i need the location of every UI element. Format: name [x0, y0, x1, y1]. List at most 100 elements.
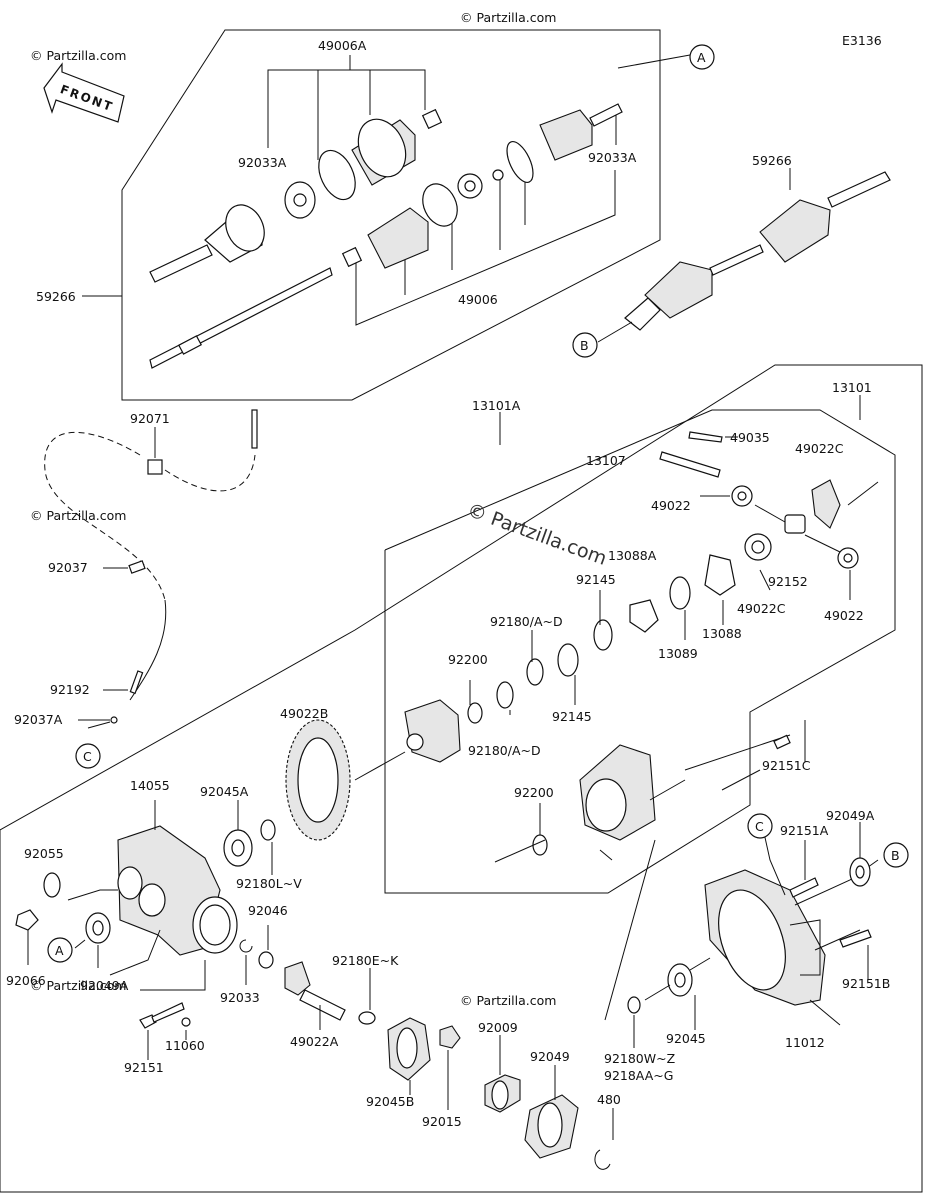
bushing-icon: [258, 951, 274, 969]
boot-kit-upper: [318, 108, 443, 201]
part-label-13107: 13107: [586, 453, 626, 468]
part-label-92200: 92200: [448, 652, 488, 667]
leader-line: [319, 968, 371, 1030]
leader-line: [355, 160, 616, 326]
part-label-92033A: 92033A: [588, 150, 637, 165]
leader-line: [78, 427, 156, 729]
ref-marker-c-right: C: [747, 813, 773, 839]
part-label-92037A: 92037A: [14, 712, 63, 727]
circlip-icon: [594, 1149, 611, 1170]
part-label-49022: 49022: [651, 498, 691, 513]
part-label-49022B: 49022B: [280, 706, 328, 721]
svg-text:C: C: [83, 749, 92, 764]
part-label-92015: 92015: [422, 1114, 462, 1129]
collar-icon: [524, 1094, 579, 1159]
part-label-92045: 92045: [666, 1031, 706, 1046]
ref-marker-a-top: A: [689, 44, 715, 70]
part-label-49022A: 49022A: [290, 1034, 339, 1049]
part-label-92192: 92192: [50, 682, 90, 697]
leader-line: [700, 481, 879, 600]
part-label-92180l-v: 92180L~V: [236, 876, 302, 891]
svg-text:A: A: [55, 943, 64, 958]
part-label-92055: 92055: [24, 846, 64, 861]
leader-line: [499, 395, 861, 445]
bolt-icon: [789, 877, 872, 948]
diagram-code: E3136: [842, 33, 882, 48]
part-label-49035: 49035: [730, 430, 770, 445]
watermark: © Partzilla.com: [460, 993, 556, 1008]
axle-assembly-outline: [121, 29, 661, 401]
cv-joint-upper-right: [457, 103, 623, 199]
part-label-92151C: 92151C: [762, 758, 811, 773]
rod-icon: [129, 670, 144, 695]
part-labels: 49006A 92033A 92033A 59266 49006 59266 9…: [6, 38, 890, 1129]
leader-line: [604, 769, 761, 1048]
part-label-59266: 59266: [752, 153, 792, 168]
part-label-92200: 92200: [514, 785, 554, 800]
part-label-49006: 49006: [458, 292, 498, 307]
cable-line: [44, 431, 166, 601]
part-label-92145: 92145: [552, 709, 592, 724]
side-gear-icon: [731, 479, 859, 569]
ref-marker-c-left: C: [75, 743, 101, 769]
part-label-92145: 92145: [576, 572, 616, 587]
differential-case: [354, 699, 461, 781]
part-label-59266: 59266: [36, 289, 76, 304]
differential-inner-outline: [384, 409, 896, 894]
part-label-14055: 14055: [130, 778, 170, 793]
leader-line: [140, 960, 206, 1060]
cv-axle-left: [149, 204, 333, 369]
svg-text:B: B: [580, 338, 589, 353]
leader-line: [539, 720, 806, 835]
ring-gear: [285, 719, 351, 841]
part-label-11012: 11012: [785, 1035, 825, 1050]
part-label-92046: 92046: [248, 903, 288, 918]
part-label-92180w-z: 92180W~Z: [604, 1051, 675, 1066]
part-label-13088A: 13088A: [608, 548, 657, 563]
ref-marker-b-top: B: [572, 332, 598, 358]
part-label-13101: 13101: [832, 380, 872, 395]
nut-icon: [439, 1025, 461, 1049]
part-label-9218aa-g: 9218AA~G: [604, 1068, 673, 1083]
watermark: © Partzilla.com: [460, 10, 556, 25]
watermark: © Partzilla.com: [30, 48, 126, 63]
leader-line: [267, 55, 426, 160]
plug-icon: [15, 909, 39, 931]
front-arrow-icon: FRONT: [43, 62, 125, 123]
pinion-gear: [284, 961, 346, 1021]
watermark-center: © Partzilla.com: [464, 499, 609, 570]
part-label-92180-a-d: 92180/A~D: [468, 743, 541, 758]
part-label-92152: 92152: [768, 574, 808, 589]
part-label-92151B: 92151B: [842, 976, 890, 991]
seal-icon: [85, 912, 111, 944]
leader-line: [237, 800, 273, 875]
ref-marker-a-left: A: [47, 937, 73, 963]
part-label-49022: 49022: [824, 608, 864, 623]
part-label-92180e-k: 92180E~K: [332, 953, 399, 968]
leader-line: [245, 925, 269, 985]
oil-seal-icon: [484, 1074, 521, 1113]
bolt-icon: [773, 734, 791, 750]
part-label-92009: 92009: [478, 1020, 518, 1035]
watermark-layer: © Partzilla.com © Partzilla.com © Partzi…: [30, 10, 556, 1008]
seal-icon: [849, 857, 871, 887]
svg-text:C: C: [755, 819, 764, 834]
watermark: © Partzilla.com: [30, 978, 126, 993]
bearing-icon: [223, 819, 276, 867]
pin-icon: [251, 409, 258, 449]
gear-case-cover: [704, 869, 826, 1006]
part-label-92045B: 92045B: [366, 1094, 414, 1109]
grommet-icon: [147, 459, 163, 475]
ref-marker-b-right: B: [883, 842, 909, 868]
part-label-13089: 13089: [658, 646, 698, 661]
clip-icon: [128, 560, 146, 574]
part-label-92151A: 92151A: [780, 823, 829, 838]
part-label-13088: 13088: [702, 626, 742, 641]
leader-line: [617, 54, 691, 69]
cable-line: [164, 454, 256, 492]
part-label-49006A: 49006A: [318, 38, 367, 53]
part-label-13101A: 13101A: [472, 398, 521, 413]
part-label-92071: 92071: [130, 411, 170, 426]
part-label-92066: 92066: [6, 973, 46, 988]
part-label-480: 480: [597, 1092, 621, 1107]
